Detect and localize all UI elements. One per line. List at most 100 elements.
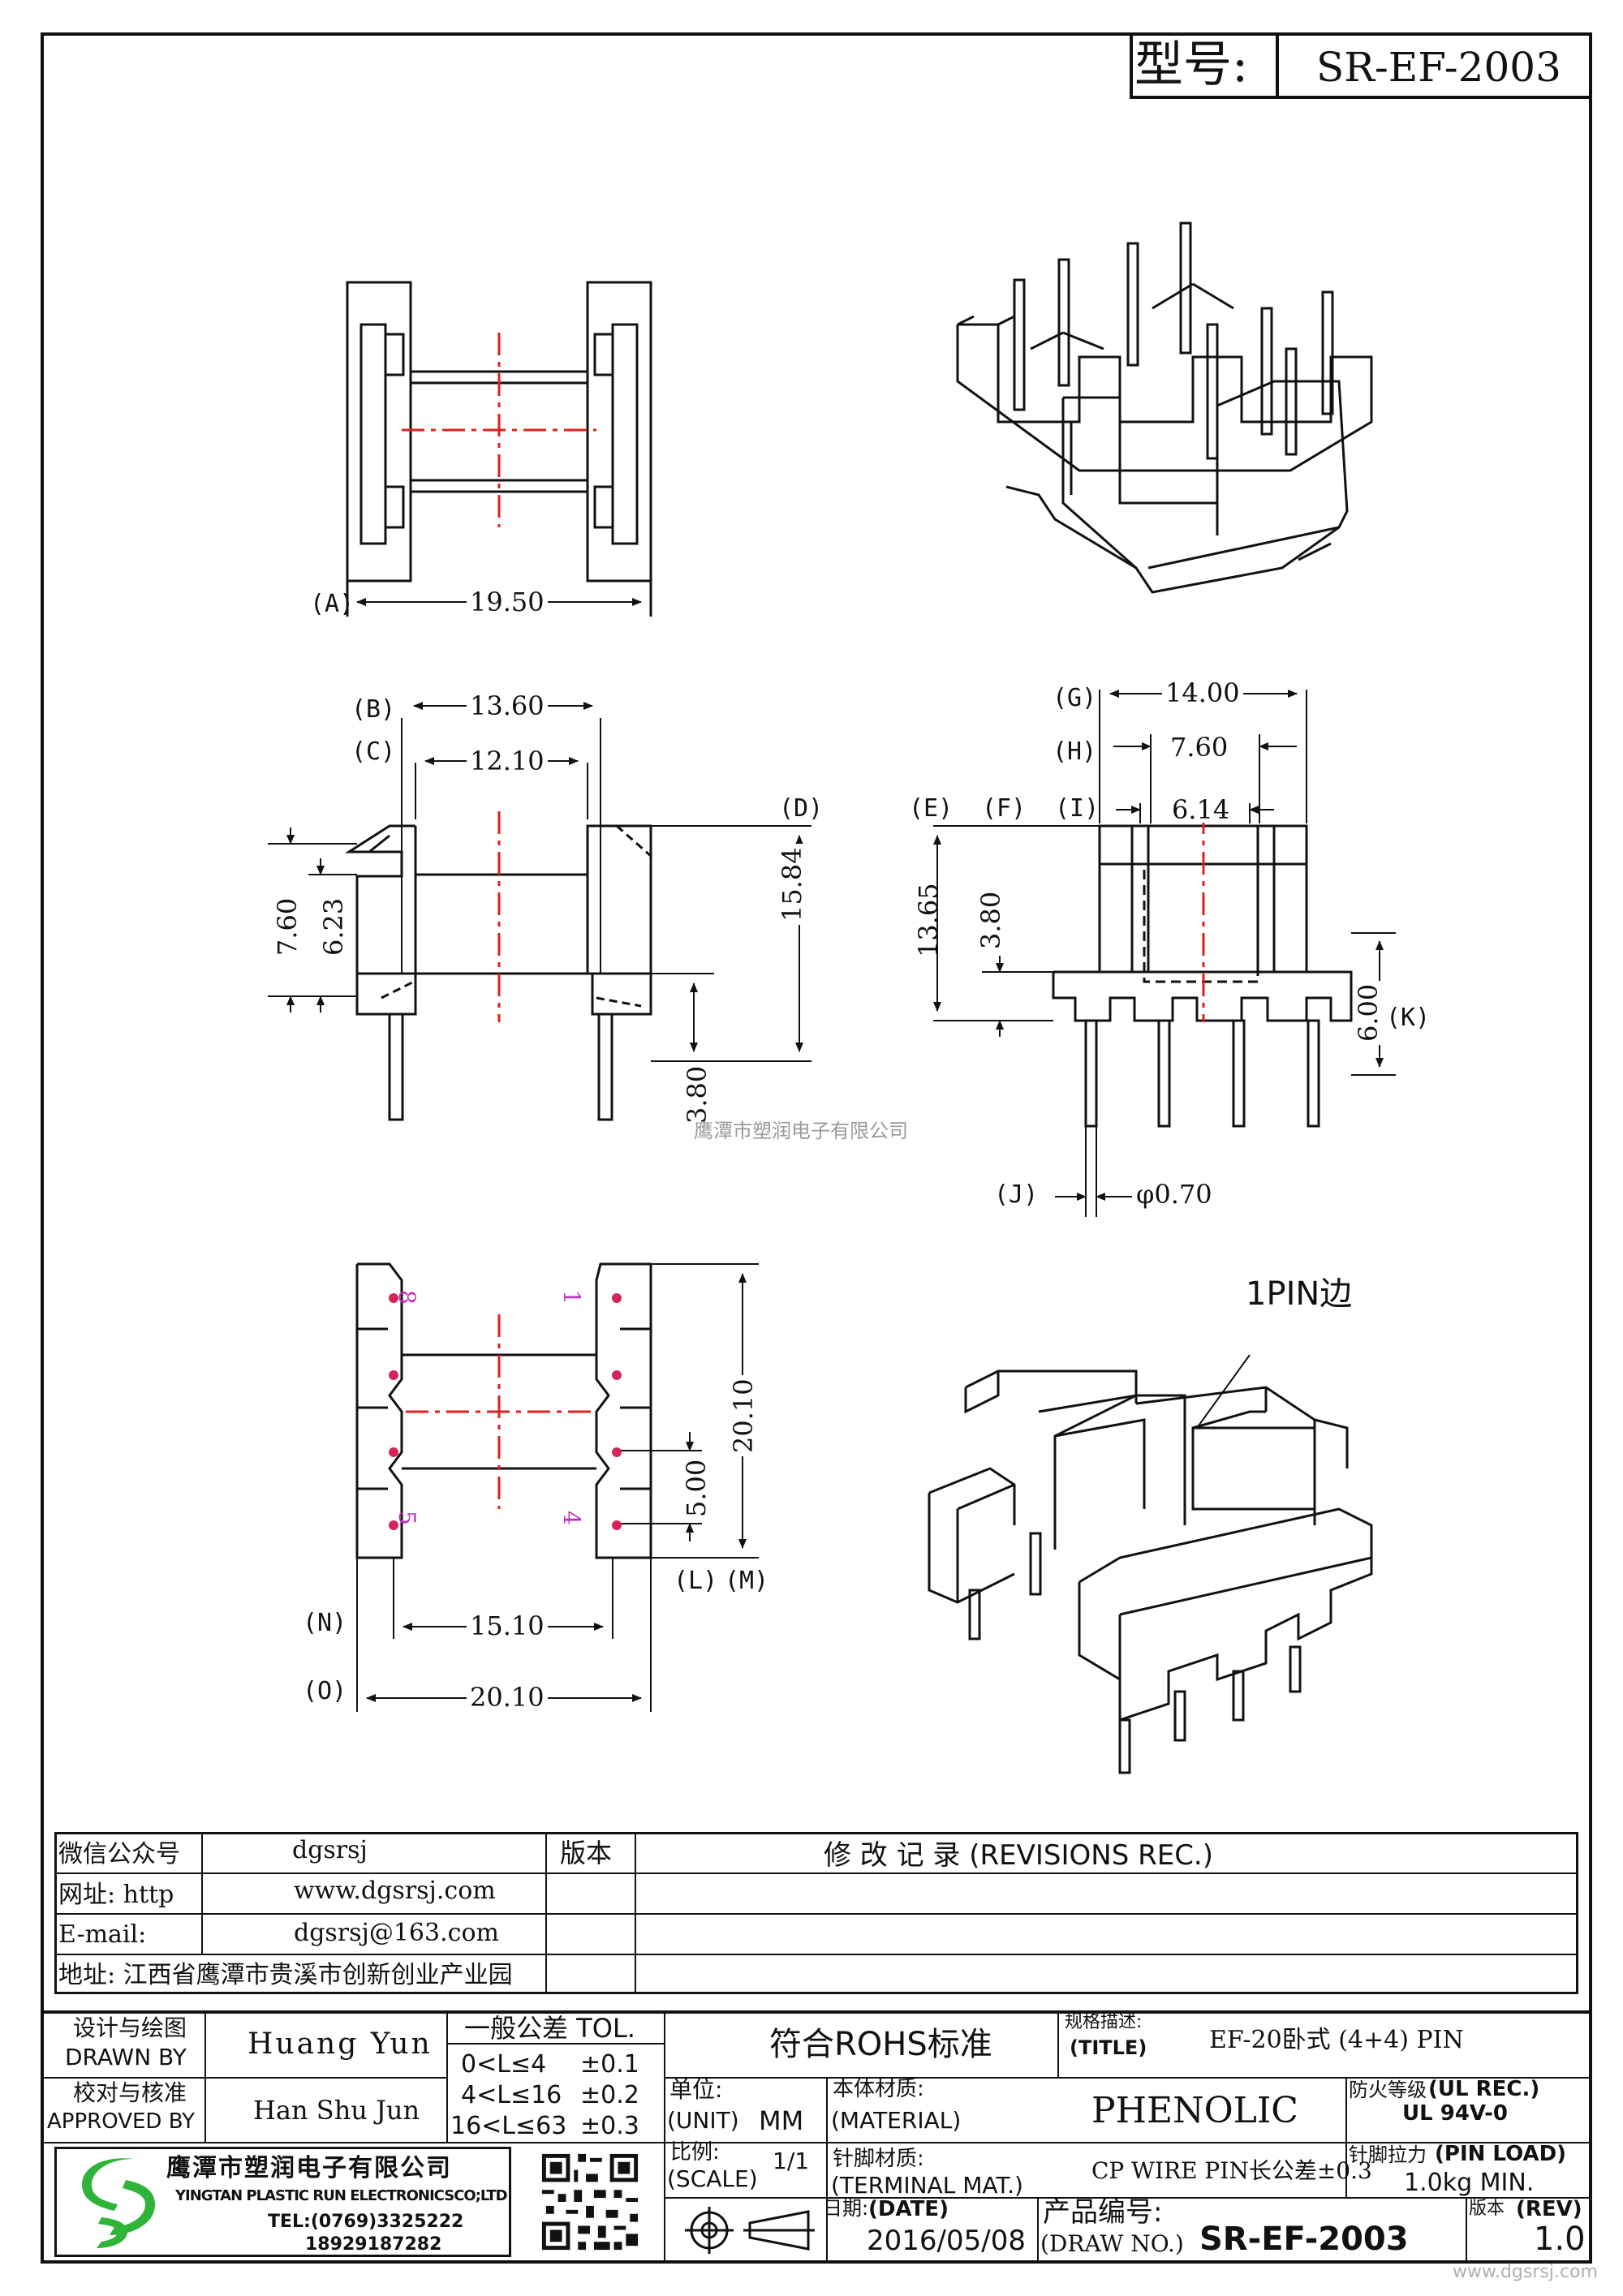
draw-no-value: SR-EF-2003 — [1199, 2221, 1409, 2258]
technical-drawings — [268, 221, 1396, 1774]
company-name-en: YINGTAN PLASTIC RUN ELECTRONICSCO;LTD — [175, 2187, 508, 2204]
scale-en: (SCALE) — [667, 2165, 758, 2192]
title-value: EF-20卧式 (4+4) PIN — [1209, 2026, 1464, 2054]
ul-en: (UL REC.) — [1428, 2077, 1540, 2101]
dim-a-value: 19.50 — [467, 589, 548, 615]
dim-760-left: 7.60 — [272, 897, 303, 956]
wechat-value: dgsrsj — [292, 1836, 368, 1864]
model-divider — [1276, 32, 1279, 99]
dim-o-value: 20.10 — [467, 1684, 548, 1710]
dim-e-value: 13.65 — [913, 883, 944, 957]
company-mobile: 18929187282 — [305, 2234, 442, 2255]
terminal-value: CP WIRE PIN长公差±0.3 — [1091, 2157, 1372, 2184]
dim-m-value: 20.10 — [728, 1375, 759, 1456]
contact-row-line3 — [54, 1954, 1578, 1955]
dim-m-tag: (M) — [725, 1567, 769, 1595]
dim-l-value: 5.00 — [681, 1459, 712, 1517]
dim-n-value: 15.10 — [467, 1613, 548, 1639]
drawn-by-name: Huang Yun — [248, 2027, 433, 2061]
pin-load-en: (PIN LOAD) — [1435, 2142, 1567, 2166]
tolerance-title-line — [446, 2043, 665, 2044]
dim-n-tag: (N) — [303, 1609, 347, 1637]
contact-row-line2 — [54, 1913, 1578, 1915]
dim-d-value: 15.84 — [777, 844, 807, 925]
dim-f-value: 3.80 — [975, 891, 1006, 949]
dim-k-tag: (K) — [1386, 1004, 1431, 1032]
dim-380-left: 3.80 — [682, 1065, 712, 1124]
pin-1-label: 1 — [558, 1290, 585, 1305]
rev-cell — [1466, 2197, 1591, 2262]
pin-load-value: 1.0kg MIN. — [1404, 2169, 1535, 2197]
dim-f-tag: (F) — [982, 794, 1027, 823]
scale-value: 1/1 — [773, 2148, 810, 2174]
model-value: SR-EF-2003 — [1316, 44, 1561, 91]
dim-l-tag: (L) — [674, 1567, 718, 1595]
material-en: (MATERIAL) — [831, 2107, 962, 2134]
bottom-view — [355, 1262, 759, 1712]
tolerance-row-2-range: 4<L≤16 — [461, 2081, 562, 2109]
dim-623-left: 6.23 — [318, 897, 349, 956]
model-box — [1130, 32, 1592, 99]
pin-8-label: 8 — [394, 1290, 420, 1305]
side-view — [933, 690, 1396, 1217]
pin1-callout: 1PIN边 — [1246, 1275, 1353, 1313]
contact-row-line — [54, 1872, 1578, 1874]
draw-no-en: (DRAW NO.) — [1040, 2230, 1184, 2257]
unit-en: (UNIT) — [667, 2107, 739, 2134]
dim-h-value: 7.60 — [1170, 732, 1229, 763]
dim-j-tag: (J) — [994, 1180, 1039, 1209]
rev-cn: 版本 — [1469, 2199, 1505, 2219]
date-cn: 日期: — [823, 2197, 869, 2220]
version-label: 版本 — [560, 1838, 613, 1868]
tolerance-row-1-tol: ±0.1 — [580, 2050, 639, 2079]
dim-c-tag: (C) — [351, 737, 396, 766]
unit-value: MM — [759, 2105, 804, 2136]
model-label: 型号: — [1134, 37, 1249, 93]
web-label: 网址: http — [58, 1881, 174, 1909]
dim-c-value: 12.10 — [467, 748, 548, 774]
ul-value: UL 94V-0 — [1402, 2101, 1509, 2126]
revisions-title: 修 改 记 录 (REVISIONS REC.) — [824, 1839, 1214, 1872]
dim-e-tag: (E) — [909, 794, 954, 823]
watermark-text: 鹰潭市塑润电子有限公司 — [694, 1120, 908, 1142]
isometric-view-upper — [956, 221, 1373, 594]
draw-no-cn: 产品编号: — [1043, 2196, 1163, 2229]
tolerance-row-3-range: 16<L≤63 — [450, 2112, 567, 2140]
dim-a-tag: (A) — [310, 590, 355, 618]
drawn-by-en: DRAWN BY — [65, 2044, 187, 2070]
dim-b-tag: (B) — [351, 695, 396, 724]
terminal-cn: 针脚材质: — [833, 2147, 924, 2171]
rohs-text: 符合ROHS标准 — [769, 2026, 992, 2063]
dim-k-value: 6.00 — [1353, 980, 1384, 1045]
terminal-en: (TERMINAL MAT.) — [831, 2172, 1023, 2199]
wechat-label: 微信公众号 — [58, 1840, 180, 1868]
email-value[interactable]: dgsrsj@163.com — [294, 1919, 499, 1947]
tolerance-row-3-tol: ±0.3 — [580, 2112, 639, 2140]
web-value[interactable]: www.dgsrsj.com — [294, 1877, 496, 1905]
pin-5-label: 5 — [394, 1511, 420, 1525]
tolerance-row-2-tol: ±0.2 — [580, 2081, 639, 2109]
contact-col-line — [201, 1832, 203, 1954]
tolerance-row-1-range: 0<L≤4 — [461, 2050, 547, 2079]
dim-g-tag: (G) — [1053, 684, 1097, 712]
dim-j-value: φ0.70 — [1136, 1179, 1212, 1210]
top-view — [346, 281, 652, 617]
date-en: (DATE) — [868, 2197, 949, 2221]
company-cell — [54, 2147, 511, 2257]
email-label: E-mail: — [58, 1920, 147, 1949]
material-value: PHENOLIC — [1091, 2090, 1298, 2131]
unit-cn: 单位: — [669, 2076, 723, 2103]
date-value: 2016/05/08 — [867, 2225, 1026, 2257]
material-cn: 本体材质: — [833, 2077, 924, 2101]
centerlines — [402, 333, 1205, 1509]
pin-4-label: 4 — [558, 1511, 585, 1525]
approved-by-en: APPROVED BY — [47, 2109, 196, 2134]
approved-by-cn: 校对与核准 — [73, 2079, 187, 2106]
dim-i-value: 6.14 — [1169, 797, 1233, 823]
company-name-cn: 鹰潭市塑润电子有限公司 — [166, 2154, 452, 2182]
dim-i-tag: (I) — [1055, 794, 1100, 823]
approved-by-name: Han Shu Jun — [253, 2095, 420, 2126]
tolerance-title: 一般公差 TOL. — [464, 2013, 635, 2044]
pin-load-cn: 针脚拉力 — [1349, 2143, 1427, 2166]
